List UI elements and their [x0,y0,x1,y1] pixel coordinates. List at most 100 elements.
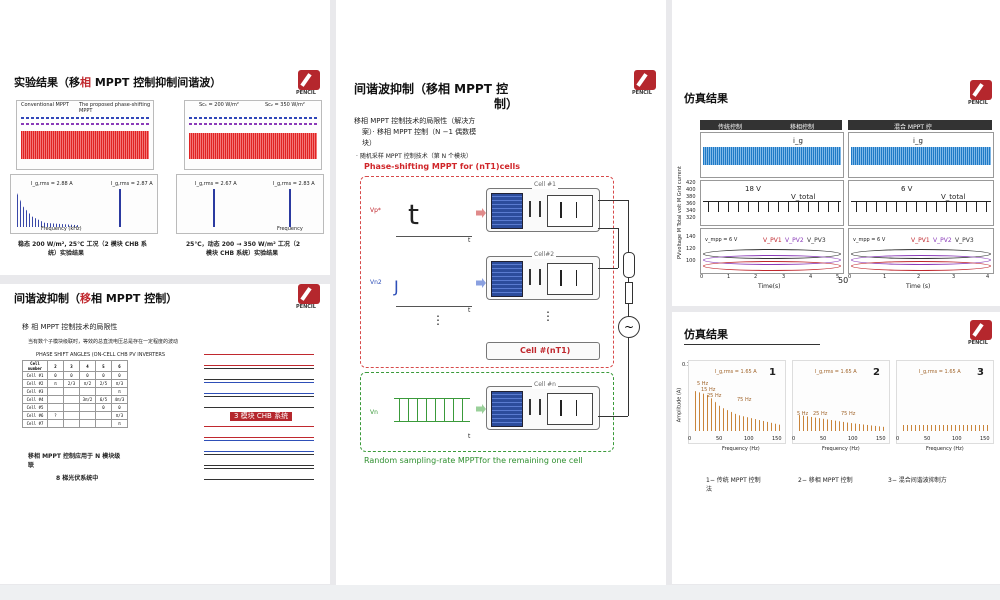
axis-line [396,306,472,307]
random-sampling-group [360,372,614,452]
table-cell [47,403,64,412]
company-logo: PENCIL [296,70,322,98]
axis-line [396,236,472,237]
waveform-figure-dynamic: Sc₁ = 200 W/m² Sc₂ = 350 W/m² [184,100,322,170]
pv-waveform [851,261,991,271]
table-cell: ? [47,411,64,420]
slide-interharmonic-limitations: PENCIL 间谐波抑制（移相 MPPT 控制） 移 相 MPPT 控制技术的局… [0,284,330,584]
table-cell: 5 [95,360,112,372]
table-cell: π [111,387,128,396]
tick-label: 400 [686,187,696,193]
trace-label: v_mpp = 6 V [853,237,886,243]
table-cell [63,395,80,404]
table-cell [63,403,80,412]
slide-title: 仿真结果 [684,328,728,341]
cell-label: Cell #n [532,380,558,389]
spectrum-panel-3: 3 I_g,rms = 1.65 A [896,360,994,444]
table-cell: Cell #3 [22,387,48,396]
trace-label: V_PV2 [933,237,952,244]
slide-phase-shift-mppt: PENCIL 间谐波抑制（移相 MPPT 控制） 移相 MPPT 控制技术的局限… [336,0,666,585]
ellipsis-dots: ⋮ [432,313,444,327]
tick-label: 4 [986,274,990,280]
table-cell: 4π/3 [111,395,128,404]
table-cell: Cell number [22,360,48,372]
arrow-blue [476,278,486,288]
spectrum-peak [213,189,215,227]
table-cell: 0 [95,403,112,412]
segment-label: 传统控制 [718,124,743,131]
pv-waveform [703,261,841,271]
tick-label: 50 [820,436,827,442]
tick-label: 4 [809,274,813,280]
tick-label: 100 [744,436,754,442]
waveform-trace [204,382,314,394]
tick-label: 50 [716,436,723,442]
spectrum-label: I_g,rms = 2.67 A [195,181,237,187]
grid-current-plot: i_g [848,132,994,178]
waveform-trace [204,426,314,438]
spectrum-peak [289,189,291,227]
trace-label: i_g [793,137,803,145]
tick-label: 2 [917,274,921,280]
voltage-trace [21,123,149,125]
legend-label: The proposed phase-shifting MPPT [79,102,151,114]
table-cell [79,411,96,420]
table-cell: Cell #6 [22,411,48,420]
capacitor-icon [529,399,541,415]
waveform-trace [204,354,314,366]
green-footnote: Random sampling-rate MPPTfor the remaini… [364,456,583,465]
company-logo: PENCIL [968,80,994,108]
spectrum-label: I_g,rms = 2.88 A [31,181,73,187]
table-caption: PHASE SHIFT ANGLES (ON-CELL CHB PV INVER… [36,352,166,358]
table-row: Cell #3 π [22,387,128,396]
table-cell: 0 [79,371,96,380]
inverter-icon [547,393,593,425]
spectrum-figure-steady: I_g,rms = 2.88 A I_g,rms = 2.87 A Freque… [10,174,158,234]
table-cell: π/2 [79,379,96,388]
slide-simulation-spectra: PENCIL 仿真结果 Amplitude (A) 0.15 1 I_g,rms… [672,312,1000,584]
phase-shift-group [360,176,614,368]
slide-title: 间谐波抑制（移相 MPPT 控制） [354,82,519,111]
waveform-trace [204,454,314,466]
peak-label: 5 Hz [697,381,709,387]
waveform-figure-steady: Conventional MPPT The proposed phase-shi… [16,100,154,170]
table-cell: 0 [111,371,128,380]
spectrum-panel-1: 1 I_g,rms = 1.65 A 5 Hz 15 Hz 25 Hz 75 H… [688,360,786,444]
slide-simulation-results: PENCIL 仿真结果 PVvoltage M Total volt M Gri… [672,0,1000,306]
spectrum-peak [119,189,121,227]
axis-t-label: t [468,237,471,244]
company-logo: PENCIL [296,284,322,312]
random-sampling-text: · 随机采样 MPPT 控制技术（第 N 个模块） [356,153,473,160]
signal-label: Vn2 [370,279,382,286]
table-cell [47,395,64,404]
current-waveform [851,147,991,165]
peak-label: 75 Hz [737,397,752,403]
description-text: 当有数个子模块级联时，等效的总直流电压总是存在一定程度的波动 [28,339,179,345]
y-tick: 0.15 [682,362,693,368]
tick-label: 0 [896,436,900,442]
spectrum-figure-dynamic: I_g,rms = 2.67 A I_g,rms = 2.83 A Freque… [176,174,324,234]
axis-label: Frequency (kHz) [41,226,82,232]
table-cell: Cell #7 [22,419,48,428]
tick-label: 3 [782,274,786,280]
bullet-text: 移 相 MPPT 控制技术的局限性 [22,323,118,331]
axis-label: Frequency [277,226,303,232]
current-waveform [703,147,841,165]
waveform-trace [204,468,314,480]
signal-label: Vn [370,409,378,416]
panel-number: 1 [769,367,776,378]
y-axis-label: Amplitude (A) [676,387,683,423]
table-cell: π [47,379,64,388]
tick-label: 2 [754,274,758,280]
table-cell: 0 [47,371,64,380]
table-cell: 6 [111,360,128,372]
page-number: 50 [838,276,849,285]
trace-label: i_g [913,137,923,145]
slide-title: 实验结果（移相 MPPT 控制抑制间谐波） [14,76,222,89]
panel-number: 2 [873,367,880,378]
